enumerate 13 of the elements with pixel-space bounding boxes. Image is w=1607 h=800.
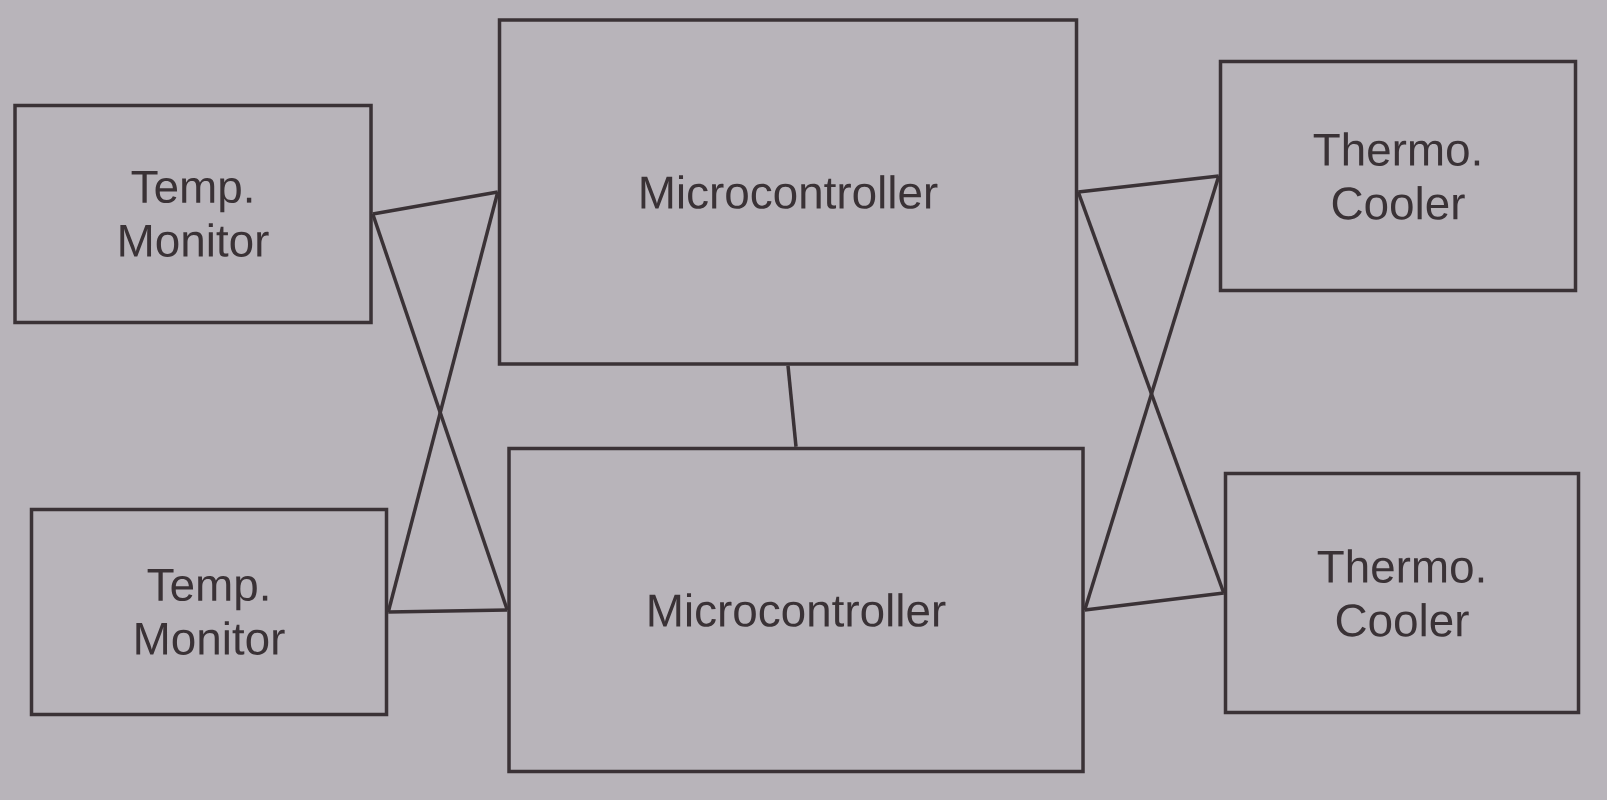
controller-box: Microcontroller [507,446,1085,774]
connector-line [386,191,500,613]
connector-line [1084,591,1224,612]
controller-box: Microcontroller [497,18,1079,366]
connector-line [371,213,509,611]
cooler-box: Thermo. Cooler [1218,59,1578,293]
sensor-box: Temp. Monitor [29,507,389,717]
connector-line [786,365,798,447]
sensor-box: Temp. Monitor [13,103,373,325]
cooler-box: Thermo. Cooler [1223,471,1581,715]
connector-line [388,608,508,614]
connector-line [372,190,499,216]
connector-line [1078,174,1219,194]
